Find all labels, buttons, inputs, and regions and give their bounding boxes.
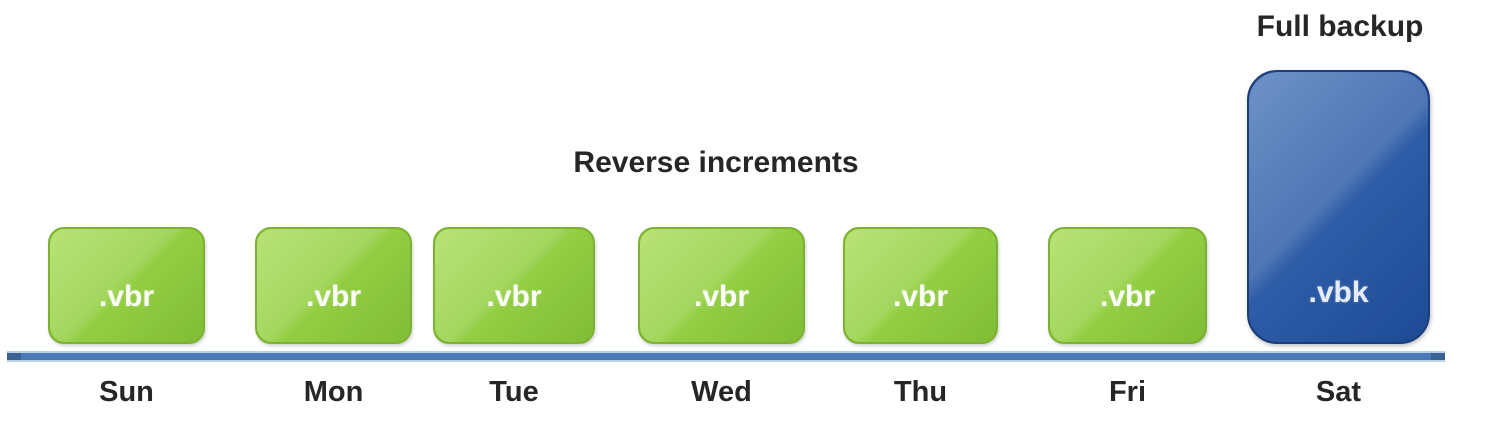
day-column-thu: .vbr Thu bbox=[843, 0, 998, 438]
day-column-wed: .vbr Wed bbox=[638, 0, 805, 438]
day-column-sat: .vbk Sat bbox=[1247, 0, 1430, 438]
timeline-axis bbox=[7, 351, 1445, 362]
file-extension-label: .vbr bbox=[1099, 280, 1156, 313]
backup-file-box-thu: .vbr bbox=[843, 227, 998, 344]
file-extension-label: .vbr bbox=[305, 280, 362, 313]
day-label-sat: Sat bbox=[1315, 376, 1362, 408]
backup-file-box-mon: .vbr bbox=[255, 227, 412, 344]
day-label-tue: Tue bbox=[489, 376, 539, 408]
full-backup-label: Full backup bbox=[1256, 10, 1424, 43]
day-column-sun: .vbr Sun bbox=[48, 0, 205, 438]
backup-file-box-sun: .vbr bbox=[48, 227, 205, 344]
day-label-sun: Sun bbox=[99, 376, 154, 408]
day-column-tue: .vbr Tue bbox=[433, 0, 595, 438]
file-extension-label: .vbr bbox=[693, 280, 750, 313]
reverse-increments-label: Reverse increments bbox=[573, 146, 859, 179]
file-extension-label: .vbr bbox=[892, 280, 949, 313]
day-column-fri: .vbr Fri bbox=[1048, 0, 1207, 438]
backup-file-box-tue: .vbr bbox=[433, 227, 595, 344]
day-label-thu: Thu bbox=[893, 376, 948, 408]
day-column-mon: .vbr Mon bbox=[255, 0, 412, 438]
backup-file-box-wed: .vbr bbox=[638, 227, 805, 344]
full-backup-file-box-sat: .vbk bbox=[1247, 70, 1430, 344]
day-label-wed: Wed bbox=[691, 376, 752, 408]
file-extension-label: .vbk bbox=[1308, 276, 1369, 309]
file-extension-label: .vbr bbox=[98, 280, 155, 313]
day-label-mon: Mon bbox=[303, 376, 364, 408]
backup-file-box-fri: .vbr bbox=[1048, 227, 1207, 344]
file-extension-label: .vbr bbox=[486, 280, 542, 313]
day-label-fri: Fri bbox=[1108, 376, 1147, 408]
